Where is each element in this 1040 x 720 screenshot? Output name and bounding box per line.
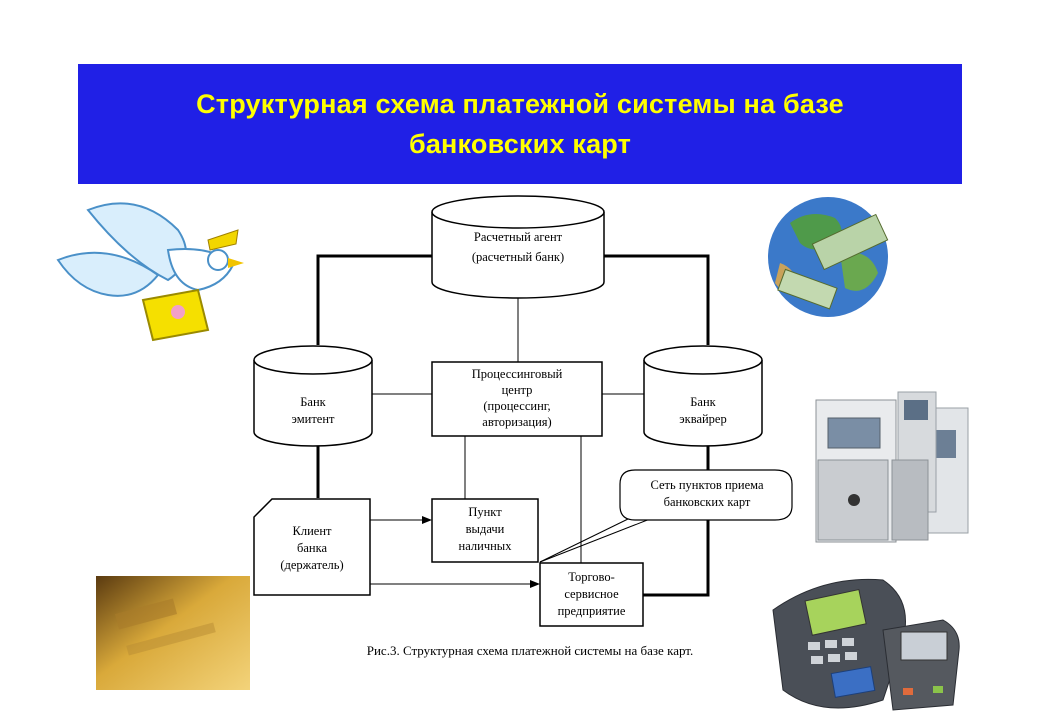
- pos-terminals-picture: [772, 578, 960, 711]
- processing-center-label: Процессинговый центр (процессинг, автори…: [471, 367, 563, 429]
- issuer-bank-label: Банк эмитент: [291, 395, 335, 426]
- arrowheads: [422, 516, 540, 588]
- callout-bubble: [619, 469, 793, 521]
- issuer-bank-cylinder: [253, 345, 373, 447]
- client-card-shape: [253, 498, 371, 596]
- merchant-box: [539, 562, 644, 627]
- settlement-agent-cylinder: [431, 195, 605, 299]
- cash-point-label: Пункт выдачи наличных: [458, 505, 512, 553]
- cash-point-box: [431, 498, 539, 563]
- figure-caption: Рис.3. Структурная схема платежной систе…: [366, 643, 694, 658]
- globe-with-banknotes-picture: [768, 197, 889, 317]
- processing-center-box: [431, 361, 603, 437]
- acquirer-bank-label: Банк эквайрер: [679, 395, 727, 426]
- callout-label: Сеть пунктов приема банковских карт: [650, 478, 764, 509]
- gold-bank-card-picture: [96, 576, 250, 690]
- acquirer-bank-cylinder: [643, 345, 763, 447]
- merchant-label: Торгово- сервисное предприятие: [557, 570, 626, 618]
- title-line-2: банковских карт: [408, 129, 632, 159]
- thin-connectors: [370, 298, 651, 585]
- dove-with-mailbag-picture: [50, 192, 246, 348]
- atm-machines-picture: [815, 391, 969, 543]
- client-label: Клиент банка (держатель): [280, 524, 344, 572]
- title-banner: Структурная схема платежной системы на б…: [78, 64, 962, 184]
- title-line-1: Структурная схема платежной системы на б…: [196, 89, 844, 119]
- settlement-agent-label: Расчетный агент (расчетный банк): [471, 230, 565, 264]
